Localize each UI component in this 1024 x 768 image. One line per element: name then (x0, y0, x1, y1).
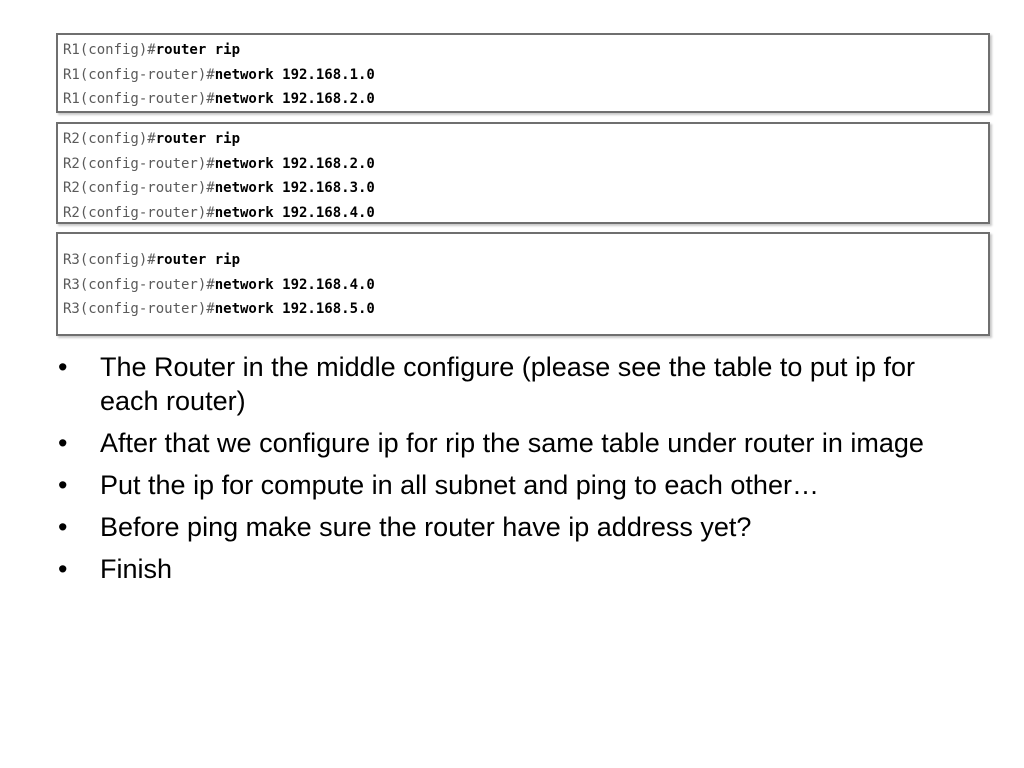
cli-prompt: R2(config-router)# (63, 155, 215, 172)
cli-prompt: R2(config)# (63, 131, 156, 147)
cli-prompt: R2(config-router)# (63, 204, 215, 221)
cli-command: router rip (155, 131, 241, 147)
router-r2-config-box: R2(config)#router rip R2(config-router)#… (56, 122, 990, 224)
cli-prompt: R1(config-router)# (63, 91, 215, 107)
config-line: R2(config)#router rip (63, 127, 988, 152)
bullet-icon: • (58, 554, 68, 584)
config-line: R1(config-router)#network 192.168.1.0 (63, 63, 988, 88)
cli-command: network 192.168.1.0 (214, 66, 375, 83)
config-line: R3(config-router)#network 192.168.4.0 (63, 273, 988, 298)
bullet-icon: • (58, 352, 68, 382)
bullet-text: Finish (100, 554, 173, 584)
bullet-icon: • (58, 428, 68, 458)
cli-prompt: R3(config-router)# (63, 276, 215, 293)
config-line: R3(config-router)#network 192.168.5.0 (63, 297, 988, 322)
bullet-text: Before ping make sure the router have ip… (100, 512, 752, 542)
cli-prompt: R3(config)# (63, 252, 156, 268)
bullet-item: • Finish (58, 552, 978, 586)
cli-command: network 192.168.4.0 (214, 204, 375, 221)
bullet-item: • Put the ip for compute in all subnet an… (58, 468, 978, 502)
bullet-text: Put the ip for compute in all subnet and… (100, 470, 819, 500)
cli-command: network 192.168.2.0 (214, 91, 375, 107)
config-line: R1(config-router)#network 192.168.2.0 (63, 87, 988, 112)
cli-prompt: R1(config-router)# (63, 66, 215, 83)
cli-prompt: R1(config)# (63, 42, 156, 58)
bullet-icon: • (58, 470, 68, 500)
bullet-text: After that we configure ip for rip the s… (100, 428, 924, 458)
cli-command: router rip (155, 252, 241, 268)
cli-prompt: R2(config-router)# (63, 180, 215, 196)
router-r3-config-box: R3(config)#router rip R3(config-router)#… (56, 232, 990, 336)
cli-command: network 192.168.3.0 (214, 180, 375, 196)
cli-command: router rip (155, 42, 241, 58)
cli-prompt: R3(config-router)# (63, 301, 215, 317)
bullet-item: • Before ping make sure the router have i… (58, 510, 978, 544)
cli-command: network 192.168.2.0 (214, 155, 375, 172)
bullet-icon: • (58, 512, 68, 542)
bullet-text: The Router in the middle configure (plea… (100, 352, 915, 416)
bullet-item: • The Router in the middle configure (ple… (58, 350, 978, 418)
config-line: R3(config)#router rip (63, 248, 988, 273)
config-line: R2(config-router)#network 192.168.2.0 (63, 152, 988, 177)
config-line: R1(config)#router rip (63, 38, 988, 63)
bullet-item: • After that we configure ip for rip the … (58, 426, 978, 460)
config-line: R2(config-router)#network 192.168.4.0 (63, 201, 988, 226)
config-line: R2(config-router)#network 192.168.3.0 (63, 176, 988, 201)
cli-command: network 192.168.4.0 (214, 276, 375, 293)
bullet-list: • The Router in the middle configure (ple… (58, 350, 978, 594)
cli-command: network 192.168.5.0 (214, 301, 375, 317)
router-r1-config-box: R1(config)#router rip R1(config-router)#… (56, 33, 990, 113)
